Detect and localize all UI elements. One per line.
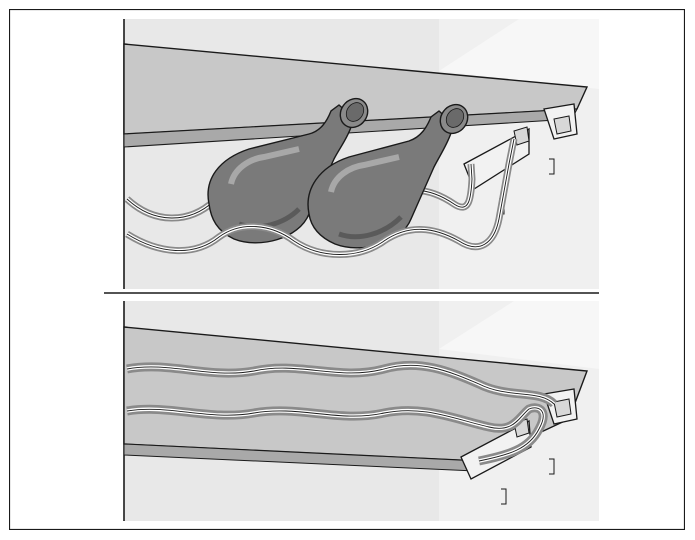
top-rack-wire-front-outline xyxy=(126,138,515,255)
wine-bottle-right xyxy=(307,103,469,249)
bottom-rack-wire-back-outline xyxy=(126,364,555,405)
figure-frame xyxy=(9,9,685,530)
bottom-rack-wire-front-outline xyxy=(126,407,544,462)
wine-rack-illustration xyxy=(9,9,685,530)
top-side-highlight xyxy=(439,19,599,89)
bottom-side-highlight xyxy=(439,301,599,369)
top-bracket-right xyxy=(543,103,578,175)
panel-bottom xyxy=(123,301,599,521)
panel-top xyxy=(123,19,599,289)
wine-bottle-left xyxy=(207,97,369,244)
